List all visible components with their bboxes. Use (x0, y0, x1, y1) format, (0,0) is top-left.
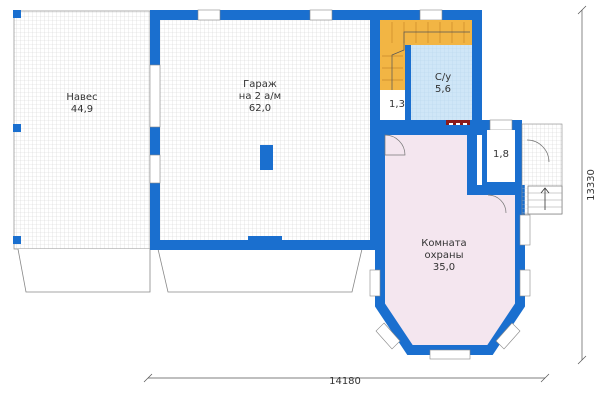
depth-dimension-label: 13330 (586, 169, 597, 201)
canopy-area (13, 10, 151, 293)
wc-room (411, 45, 472, 120)
garage-name: Гараж (243, 79, 277, 90)
hall-area-label: 1,3 (389, 99, 405, 110)
dimension-depth: 13330 (577, 5, 597, 365)
dimension-width: 14180 (143, 373, 550, 387)
wc-area-label: 5,6 (435, 84, 451, 95)
entry-arrow-icon (540, 187, 550, 210)
column (13, 236, 21, 244)
guard-room (369, 125, 531, 360)
garage-area (157, 20, 370, 293)
vestibule-room (487, 130, 515, 182)
hall-room (380, 90, 405, 120)
garage-area-label: 62,0 (249, 103, 271, 114)
column (13, 10, 21, 18)
guard-name-2: охраны (425, 250, 464, 261)
garage-pit (260, 145, 273, 170)
column (13, 124, 21, 132)
porch (521, 123, 563, 215)
staircase (380, 20, 472, 90)
canopy-area-label: 44,9 (71, 104, 93, 115)
width-dimension-label: 14180 (329, 376, 361, 387)
guard-name: Комната (421, 238, 466, 249)
garage-name-2: на 2 а/м (239, 91, 281, 102)
vestibule-area-label: 1,8 (493, 149, 509, 160)
wc-name: С/у (435, 72, 451, 83)
garage-door (248, 236, 282, 250)
guard-area-label: 35,0 (433, 262, 455, 273)
canopy-name: Навес (66, 92, 97, 103)
